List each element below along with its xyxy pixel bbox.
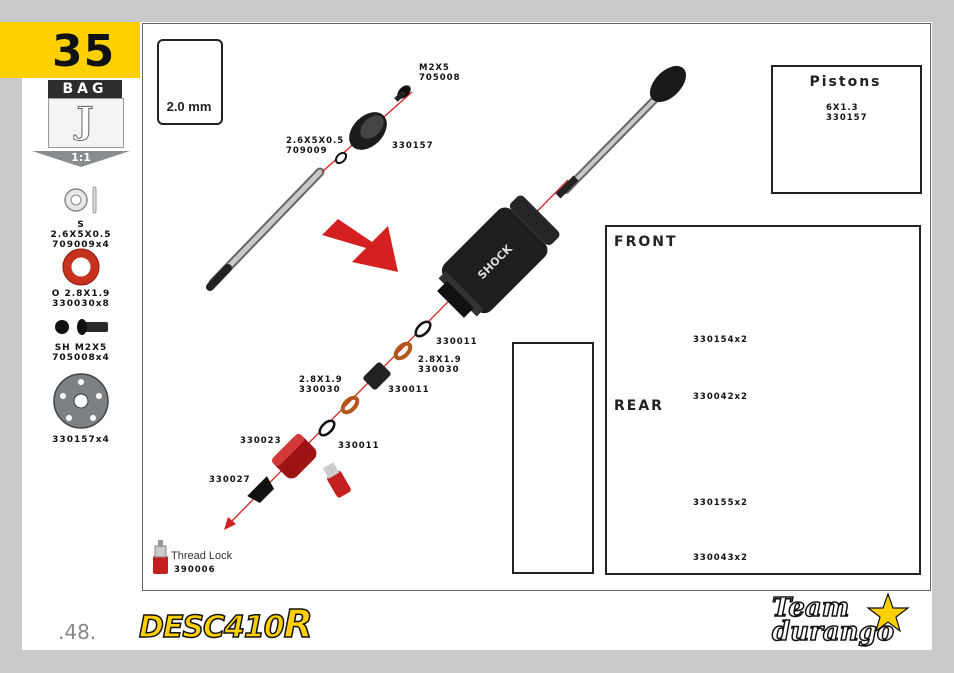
- callout-oring-a: 2.8X1.9 330030: [418, 355, 462, 375]
- piston-icon: [53, 373, 109, 429]
- part-washer-name: S 2.6X5X0.5: [50, 220, 112, 240]
- shock-shaft: [206, 167, 325, 291]
- front-shaft-code: 330042x2: [693, 392, 748, 402]
- rear-body-code: 330155x2: [693, 498, 748, 508]
- pistons-spec-name: 6X1.3: [826, 103, 859, 113]
- team-durango-logo: Team durango: [771, 593, 895, 647]
- bottom-nut: [247, 476, 275, 504]
- callout-spacer-1: 330011: [436, 337, 478, 347]
- tool-size: 2.0 mm: [166, 99, 212, 114]
- direction-arrow: [322, 219, 398, 272]
- m2x5-screw: [394, 85, 411, 102]
- callout-oring-a-code: 330030: [418, 365, 460, 375]
- washer-part: [334, 151, 348, 165]
- bag-icon: [48, 98, 124, 148]
- bag-label: BAG: [48, 80, 122, 98]
- part-screw-label: SH M2X5 705008x4: [46, 343, 116, 363]
- rear-shaft-code: 330043x2: [693, 553, 748, 563]
- stack-box: [512, 342, 594, 574]
- product-suffix: R: [283, 601, 314, 647]
- spacer-2: [318, 419, 336, 437]
- thread-lock-code: 390006: [174, 565, 216, 575]
- front-rear-box: [605, 225, 921, 575]
- part-screw-name: SH M2X5: [54, 343, 108, 353]
- product-name: DESC410: [138, 609, 285, 646]
- callout-m2x5-code: 705008: [419, 73, 461, 83]
- page-number: .48.: [58, 620, 97, 644]
- thread-lock-bottle: [322, 462, 351, 498]
- part-washer-label: S 2.6X5X0.5 709009x4: [46, 220, 116, 250]
- pistons-title: Pistons: [809, 74, 882, 90]
- bag-letter: J: [76, 100, 94, 143]
- callout-oring-b-name: 2.8X1.9: [299, 375, 343, 385]
- callout-washer-name: 2.6X5X0.5: [286, 136, 345, 146]
- callout-bottom-cap: 330023: [240, 436, 282, 446]
- upper-shaft: [555, 65, 687, 199]
- oring-icon: [62, 248, 100, 286]
- callout-m2x5: M2X5 705008: [419, 63, 461, 83]
- step-number: 35: [52, 26, 116, 77]
- rear-title: REAR: [614, 398, 664, 414]
- scale-arrow-left: [32, 151, 130, 167]
- scale-label-left: 1:1: [71, 151, 91, 164]
- callout-spacer-2: 330011: [388, 385, 430, 395]
- callout-oring-b: 2.8X1.9 330030: [299, 375, 343, 395]
- part-oring-name: O 2.8X1.9: [51, 289, 111, 299]
- callout-bottom-nut: 330027: [209, 475, 251, 485]
- callout-oring-a-name: 2.8X1.9: [418, 355, 462, 365]
- pistons-spec: 6X1.3 330157: [826, 103, 868, 123]
- thread-lock-icon: [153, 540, 168, 574]
- axis-arrowhead: [224, 517, 236, 530]
- pistons-box: [771, 65, 922, 194]
- part-piston-label: 330157x4: [46, 435, 116, 445]
- part-screw-code: 705008x4: [52, 353, 110, 363]
- callout-washer-code: 709009: [286, 146, 328, 156]
- part-oring-code: 330030x8: [52, 299, 110, 309]
- piston-part: [363, 362, 391, 390]
- pistons-code: 330157: [826, 113, 868, 123]
- callout-m2x5-name: M2X5: [419, 63, 450, 73]
- callout-oring-b-code: 330030: [299, 385, 341, 395]
- step-banner: [0, 22, 140, 78]
- shock-body: SHOCK: [437, 195, 560, 318]
- washer-icon: [64, 186, 97, 214]
- front-title: FRONT: [614, 234, 678, 250]
- front-body-code: 330154x2: [693, 335, 748, 345]
- tool-box: [157, 39, 223, 125]
- thread-lock-label: Thread Lock: [171, 550, 233, 562]
- part-washer-code: 709009x4: [52, 240, 110, 250]
- shock-cap: [349, 112, 387, 150]
- oring-1: [393, 341, 413, 361]
- bottom-cap: [271, 433, 317, 479]
- brand-line-1: Team: [771, 593, 850, 623]
- scale-label-right: 1:1: [755, 230, 775, 243]
- spacer-1: [414, 320, 432, 338]
- part-piston-code: 330157x4: [52, 435, 110, 445]
- part-oring-label: O 2.8X1.9 330030x8: [46, 289, 116, 309]
- product-logo: DESC410R: [138, 601, 314, 647]
- callout-cap: 330157: [392, 141, 434, 151]
- callout-washer: 2.6X5X0.5 709009: [286, 136, 344, 156]
- brand-line-2: durango: [771, 617, 895, 647]
- screw-icon: [55, 319, 108, 335]
- oring-2: [340, 395, 360, 415]
- callout-spacer-3: 330011: [338, 441, 380, 451]
